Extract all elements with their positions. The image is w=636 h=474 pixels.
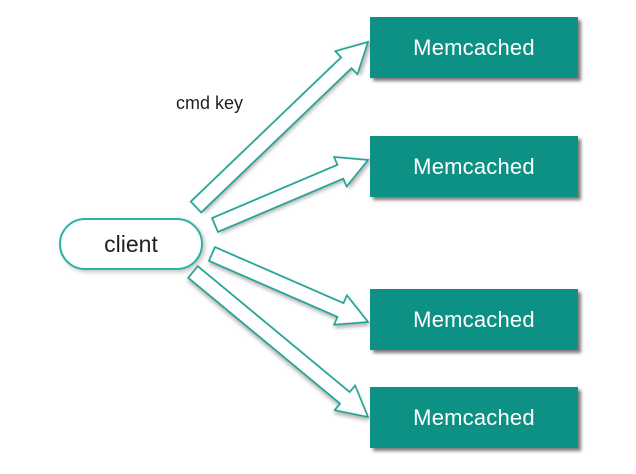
client-node[interactable] bbox=[59, 218, 203, 270]
client-to-memcached-2-arrow bbox=[210, 156, 370, 234]
arrows-layer bbox=[187, 40, 370, 419]
server-box-3[interactable] bbox=[370, 289, 578, 350]
server-box-2[interactable] bbox=[370, 136, 578, 197]
server-boxes-layer bbox=[370, 17, 578, 448]
client-node-layer bbox=[59, 218, 203, 270]
client-to-memcached-1-arrow bbox=[189, 40, 370, 214]
server-box-1[interactable] bbox=[370, 17, 578, 78]
server-box-4[interactable] bbox=[370, 387, 578, 448]
client-to-memcached-3-arrow bbox=[207, 246, 370, 326]
client-to-memcached-4-arrow bbox=[187, 265, 370, 419]
